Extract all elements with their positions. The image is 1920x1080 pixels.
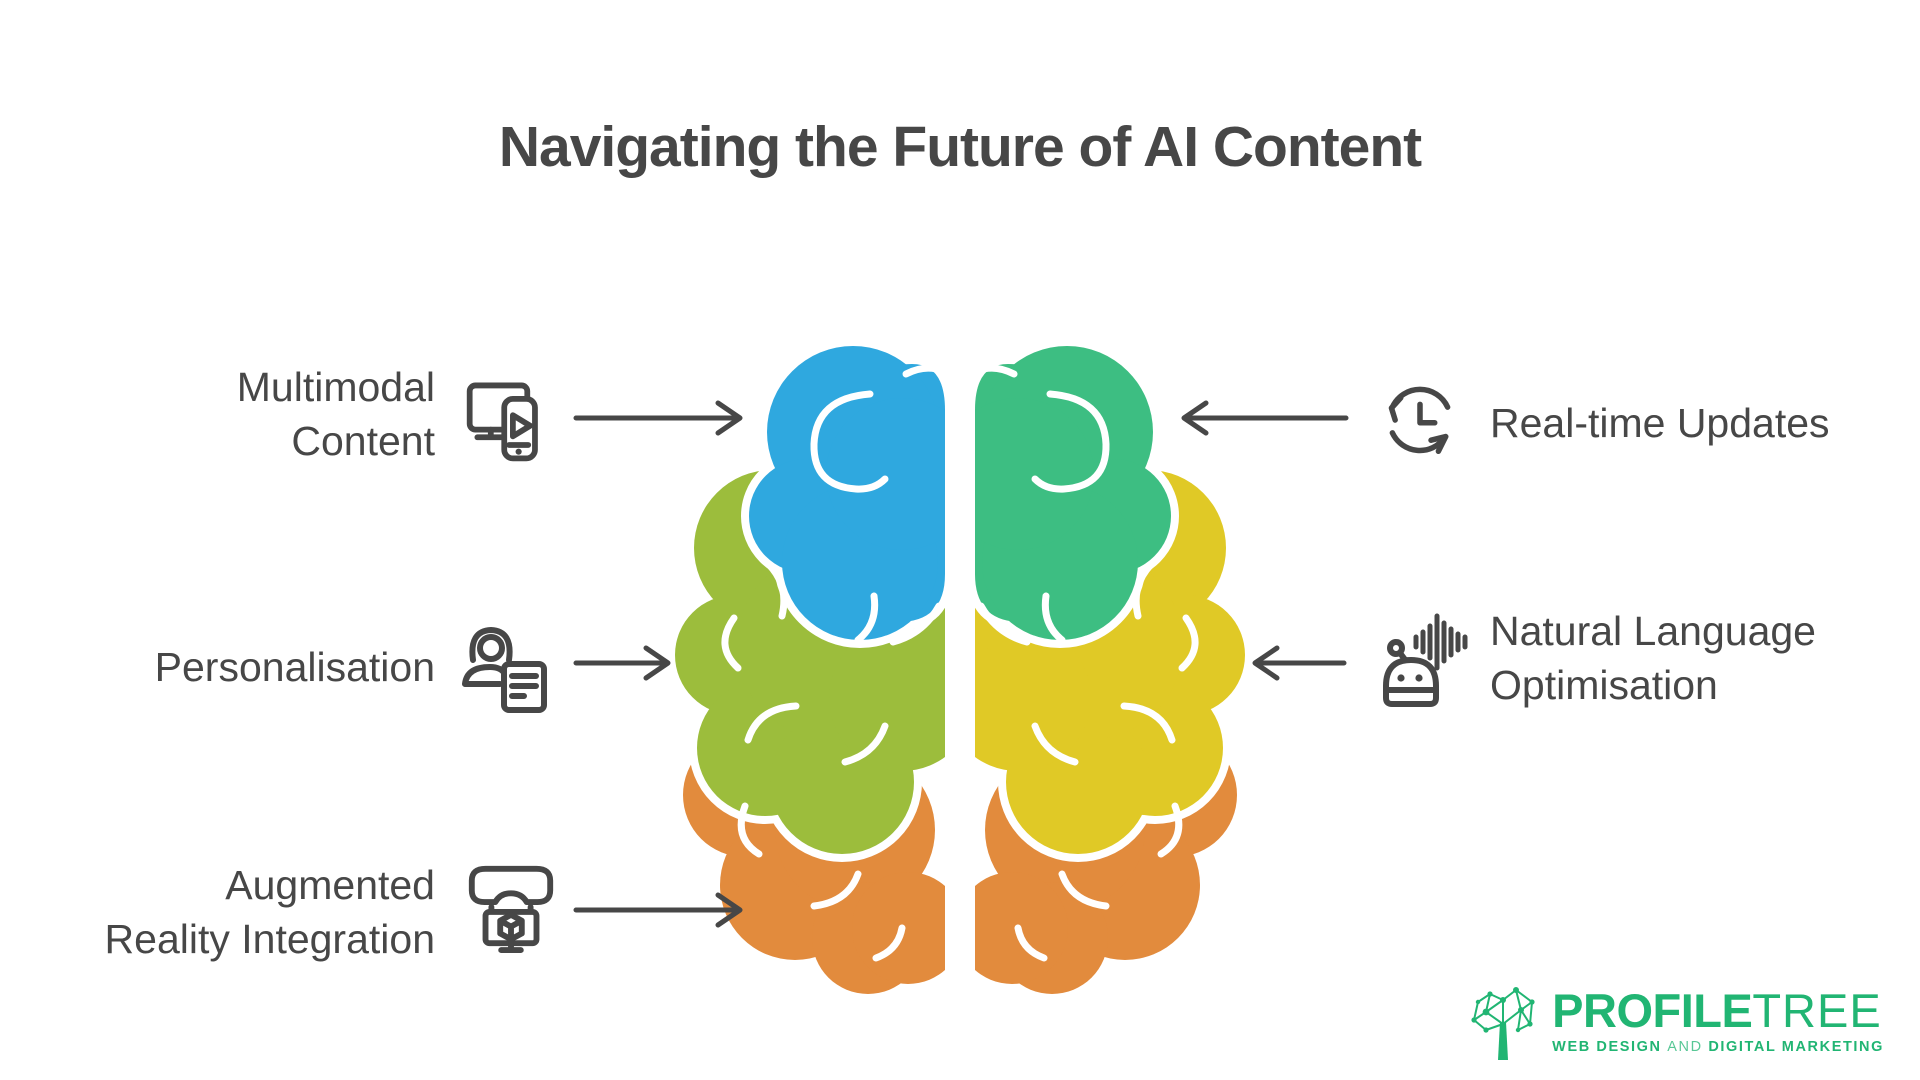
clock-refresh-icon: [1388, 386, 1451, 455]
brand-name-tree: TREE: [1752, 984, 1882, 1037]
play-icon: [510, 412, 534, 440]
vr-goggles-icon: [468, 865, 554, 906]
label-natural-language-optimisation: Natural Language Optimisation: [1490, 608, 1816, 709]
voice-waves-icon: [1413, 613, 1468, 671]
brand-name: PROFILETREE: [1552, 987, 1884, 1034]
arrow-augmented-reality: [573, 892, 743, 928]
arrow-natural-language: [1252, 645, 1347, 681]
brand-name-profile: PROFILE: [1552, 984, 1753, 1037]
label-multimodal-content: Multimodal Content: [236, 364, 435, 465]
robot-voice-waves-icon: [1383, 613, 1468, 707]
phone-icon: [501, 396, 538, 462]
label-personalisation: Personalisation: [154, 644, 435, 690]
tagline-web-design: WEB DESIGN: [1552, 1039, 1662, 1055]
person-document-icon: [462, 627, 547, 713]
document-icon: [501, 661, 547, 713]
label-augmented-reality-integration: Augmented Reality Integration: [104, 862, 435, 963]
arrow-personalisation: [573, 645, 671, 681]
arrow-real-time-updates: [1181, 400, 1349, 436]
brain-right-hemisphere: [975, 346, 1245, 994]
label-real-time-updates: Real-time Updates: [1490, 400, 1830, 446]
monitor-phone-play-icon: [466, 382, 538, 462]
brand-tagline: WEB DESIGN AND DIGITAL MARKETING: [1552, 1039, 1884, 1055]
tagline-and: AND: [1667, 1039, 1703, 1055]
robot-head-icon: [1383, 639, 1439, 707]
cube-icon: [497, 911, 525, 943]
tagline-digital-marketing: DIGITAL MARKETING: [1708, 1039, 1884, 1055]
brand-logo: PROFILETREE WEB DESIGN AND DIGITAL MARKE…: [1466, 980, 1884, 1062]
vr-goggles-monitor-cube-icon: [468, 865, 554, 954]
page-title: Navigating the Future of AI Content: [498, 115, 1422, 179]
monitor-cube-icon: [482, 904, 540, 954]
clock-hands-icon: [1417, 401, 1438, 426]
profiletree-tree-icon: [1471, 987, 1535, 1060]
arrow-multimodal: [573, 400, 743, 436]
